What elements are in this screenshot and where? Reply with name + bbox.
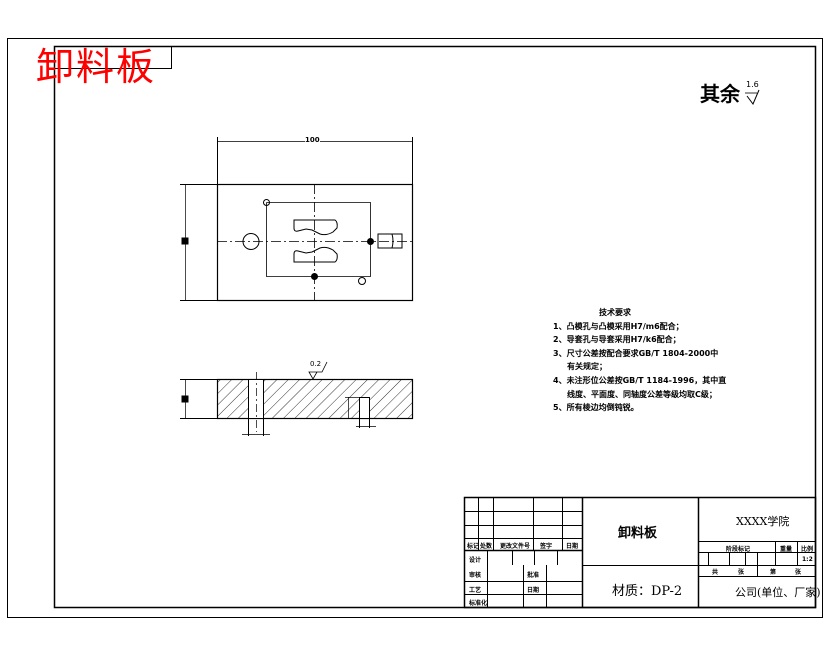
scale-value: 1:2: [802, 556, 813, 563]
header-signature: 签字: [540, 543, 553, 550]
requirement-item: 有关规定；: [567, 362, 607, 372]
row-process: 工艺: [469, 587, 482, 594]
plan-view: [180, 137, 414, 302]
row-approve: 批准: [527, 572, 540, 579]
header-mark: 标记: [467, 543, 480, 550]
requirement-item: 5、所有棱边均倒钝锐。: [553, 403, 639, 413]
material: 材质：DP-2: [612, 584, 683, 599]
part-name: 卸料板: [618, 526, 658, 541]
surface-finish-note: 其余: [700, 78, 740, 107]
company-name: 公司(单位、厂家): [735, 586, 821, 599]
technical-requirements: 技术要求 1、凸模孔与凸模采用H7/m6配合； 2、导套孔与导套采用H7/k6配…: [553, 306, 726, 415]
row-design: 设计: [469, 557, 482, 564]
row-standard: 标准化: [469, 600, 488, 607]
requirement-item: 2、导套孔与导套采用H7/k6配合；: [553, 335, 681, 345]
drawing-title-stamp: 卸料板: [36, 45, 157, 89]
requirement-item: 1、凸模孔与凸模采用H7/m6配合；: [553, 321, 684, 331]
surface-finish-label: 其余: [700, 82, 740, 106]
sheet-unit: 张: [738, 569, 745, 576]
requirement-item: 4、未注形位公差按GB/T 1184-1996，其中直: [553, 375, 727, 385]
stage-label: 阶段标记: [726, 546, 751, 553]
header-count: 处数: [480, 543, 493, 550]
outer-frame: [7, 38, 823, 618]
technical-requirements-title: 技术要求: [599, 308, 631, 317]
flatness-value: 0.2: [310, 360, 322, 368]
roughness-symbol-icon: [746, 89, 760, 105]
sheet-number: 第: [770, 569, 777, 576]
roughness-value: 1.6: [746, 80, 759, 89]
row-date: 日期: [527, 587, 540, 594]
width-dimension: 100: [305, 136, 320, 144]
header-date: 日期: [566, 543, 579, 550]
school-name: XXXX学院: [736, 515, 790, 528]
weight-label: 重量: [780, 546, 793, 553]
sheet-unit-2: 张: [795, 569, 802, 576]
inner-frame: [53, 45, 817, 609]
header-change-doc: 更改文件号: [500, 543, 531, 550]
requirement-item: 线度、平面度、同轴度公差等级均取C级；: [567, 389, 717, 399]
scale-label: 比例: [801, 546, 814, 553]
row-review: 审核: [469, 572, 482, 579]
section-view: [180, 361, 414, 436]
top-left-box: [54, 46, 172, 69]
requirement-item: 3、尺寸公差按配合要求GB/T 1804-2000中: [553, 348, 719, 358]
title-block-lines: [463, 496, 817, 609]
sheet-total: 共: [712, 569, 719, 576]
